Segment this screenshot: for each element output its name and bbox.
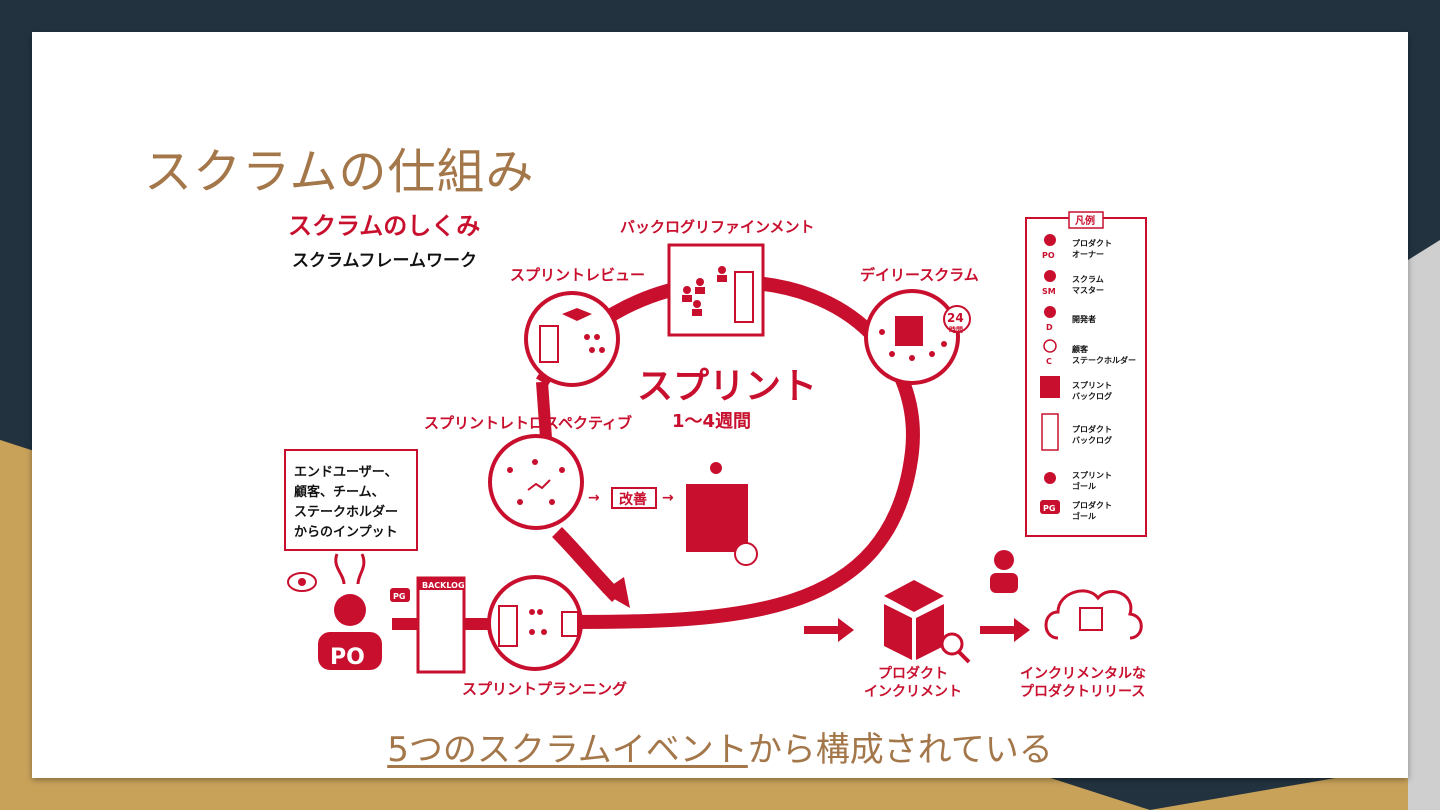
input-arrows — [334, 553, 366, 585]
release-po-head — [994, 550, 1014, 570]
cloud-package-icon — [1079, 607, 1103, 631]
legend-sm-line-2: マスター — [1072, 285, 1104, 295]
legend-po-line-2: オーナー — [1072, 250, 1104, 259]
daily-24h-badge — [943, 305, 971, 333]
increment-line-2: インクリメント — [864, 684, 962, 700]
diagram-subheading: スクラムフレームワーク — [292, 251, 477, 271]
legend-sb-line-1: スプリント — [1072, 380, 1112, 390]
backlog-header — [418, 578, 464, 590]
legend-sg-line-1: スプリント — [1072, 470, 1112, 480]
legend-sprint-backlog-icon — [1040, 376, 1060, 398]
legend-pb-line-2: バックログ — [1072, 435, 1112, 445]
planning-backlog-icon — [498, 605, 518, 647]
retro-arrowhead — [602, 577, 630, 608]
retro-circle — [488, 434, 584, 530]
retro-people-icon — [507, 459, 565, 505]
legend-sprint-goal-icon — [1044, 472, 1056, 484]
sprint-backlog-board — [686, 484, 748, 552]
retro-arrow: → — [588, 490, 600, 506]
improve-arrow: → — [662, 490, 674, 506]
legend-customer-line-1: 顧客 — [1072, 344, 1089, 354]
po-head-icon — [334, 594, 366, 626]
input-line-3: ステークホルダー — [294, 504, 398, 520]
pg-badge: PG — [393, 592, 405, 601]
legend-pg-line-2: ゴール — [1072, 511, 1096, 521]
increment-line-1: プロダクト — [878, 665, 948, 682]
board-developer-badge — [734, 542, 758, 566]
sprint-goal-icon — [710, 462, 722, 474]
legend-title-box — [1068, 211, 1104, 229]
legend-customer-badge: C — [1046, 357, 1052, 366]
event-refinement-label: バックログリファインメント — [620, 218, 815, 236]
daily-hours-unit: 時間 — [949, 325, 963, 334]
event-daily-label: デイリースクラム — [860, 266, 979, 284]
input-line-4: からのインプット — [294, 525, 398, 540]
input-box — [284, 449, 418, 551]
event-review-label: スプリントレビュー — [510, 266, 645, 284]
to-release-arrowhead — [1014, 618, 1030, 642]
po-body-icon — [318, 632, 382, 670]
review-backlog-icon — [539, 325, 559, 363]
legend-sm-line-1: スクラム — [1072, 274, 1104, 284]
legend-customer-line-2: ステークホルダー — [1072, 355, 1136, 365]
legend-sb-line-2: バックログ — [1072, 391, 1112, 401]
to-increment-arrowhead — [838, 618, 854, 642]
pg-trophy-icon — [390, 588, 410, 602]
legend-pg-badge: PG — [1043, 504, 1055, 513]
legend-customer-icon — [1043, 339, 1057, 353]
review-people-icon — [584, 334, 605, 353]
legend-po-icon — [1044, 234, 1056, 246]
increment-box-icon — [884, 580, 944, 660]
legend-sm-icon — [1044, 270, 1056, 282]
eye-pupil-icon — [298, 578, 306, 586]
retro-chart-icon — [527, 479, 551, 491]
event-retro-label: スプリントレトロスペクティブ — [424, 414, 632, 432]
legend-pg-line-1: プロダクト — [1072, 500, 1112, 510]
release-po-body — [990, 573, 1018, 593]
refinement-backlog-icon — [734, 271, 754, 323]
sprint-duration: 1〜4週間 — [672, 411, 751, 432]
legend-pb-line-1: プロダクト — [1072, 424, 1112, 434]
magnifier-icon — [940, 632, 964, 656]
improve-box — [611, 487, 657, 509]
review-box-icon — [562, 308, 592, 321]
sprint-label: スプリント — [637, 366, 817, 407]
scrum-framework-diagram: スクラムのしくみ スクラムフレームワーク スプリント 1〜4週間 バックログリフ… — [284, 211, 1147, 700]
po-badge: PO — [330, 645, 365, 670]
legend-dev-line-1: 開発者 — [1072, 314, 1096, 324]
footer-text: から構成されている — [747, 730, 1053, 770]
planning-people-icon — [529, 609, 547, 635]
product-backlog-icon — [416, 576, 466, 674]
legend-product-backlog-icon — [1041, 413, 1059, 451]
legend-dev-badge: D — [1046, 323, 1053, 332]
daily-hours: 24 — [947, 311, 964, 325]
input-line-1: エンドユーザー、 — [294, 465, 398, 480]
magnifier-handle — [957, 650, 971, 664]
legend: 凡例 PO プロダクト オーナー SM スクラム マスター D 開発者 C 顧客… — [1025, 211, 1147, 537]
diagram-heading: スクラムのしくみ — [288, 212, 480, 240]
legend-dev-icon — [1044, 306, 1056, 318]
legend-sg-line-2: ゴール — [1072, 481, 1096, 491]
daily-sprint-board-icon — [895, 316, 923, 346]
legend-po-badge: PO — [1042, 251, 1055, 260]
scrum-events-link[interactable]: 5つのスクラムイベント — [387, 730, 748, 770]
cloud-icon — [1044, 589, 1143, 640]
slide-footer: 5つのスクラムイベントから構成されている — [32, 722, 1408, 771]
release-line-1: インクリメンタルな — [1020, 666, 1146, 682]
planning-sprint-backlog-icon — [561, 611, 579, 637]
slide: スクラムの仕組み スクラムのしくみ スクラムフレームワーク スプリント 1〜4週… — [32, 32, 1408, 778]
legend-product-goal-icon — [1040, 500, 1060, 514]
improve-label: 改善 — [619, 491, 647, 508]
legend-title: 凡例 — [1075, 214, 1095, 227]
legend-sm-badge: SM — [1042, 287, 1056, 296]
daily-people-icon — [879, 329, 947, 361]
slide-title: スクラムの仕組み — [144, 144, 535, 200]
release-line-2: プロダクトリリース — [1020, 683, 1145, 700]
event-planning-label: スプリントプランニング — [462, 680, 627, 698]
backlog-label: BACKLOG — [422, 581, 465, 590]
input-line-2: 顧客、チーム、 — [294, 484, 385, 500]
legend-po-line-1: プロダクト — [1072, 238, 1112, 248]
refinement-people-icon — [682, 266, 727, 316]
